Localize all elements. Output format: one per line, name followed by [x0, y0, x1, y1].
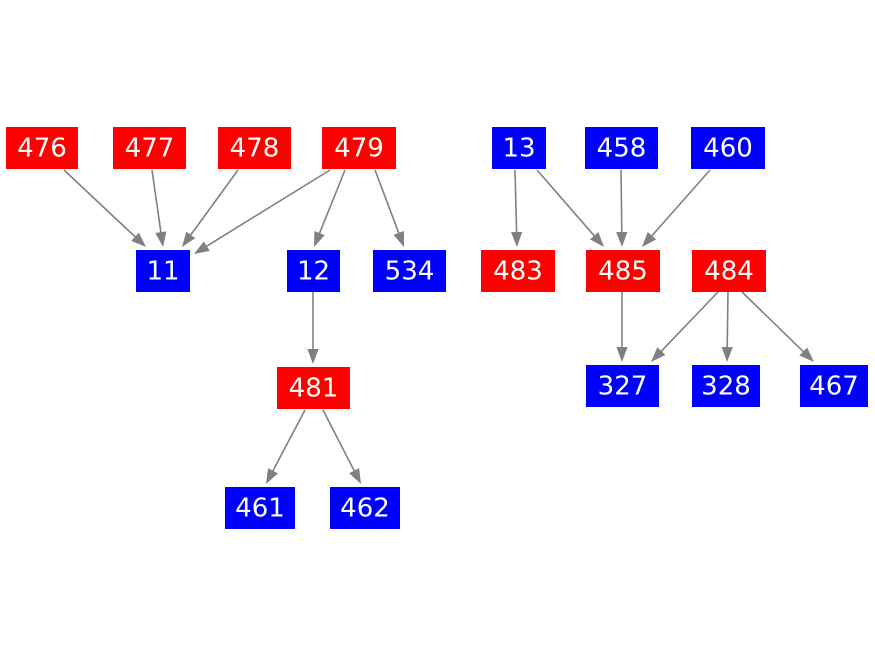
edge-479-to-11 — [194, 169, 331, 254]
edge-484-to-328 — [721, 291, 733, 362]
node-box[interactable] — [322, 127, 396, 169]
edge-arrowhead-icon — [182, 231, 196, 247]
node-box[interactable] — [113, 127, 186, 169]
node-box[interactable] — [225, 487, 295, 529]
edge-arrowhead-icon — [642, 232, 657, 247]
edge-arrowhead-icon — [131, 232, 146, 247]
node-box[interactable] — [277, 367, 350, 409]
edge-479-to-534 — [374, 169, 404, 247]
graph-node-485[interactable]: 485 — [586, 250, 660, 292]
edge-arrowhead-icon — [589, 232, 604, 247]
node-box[interactable] — [6, 127, 78, 169]
edge-458-to-485 — [616, 169, 628, 247]
node-box[interactable] — [692, 250, 766, 292]
node-box[interactable] — [585, 127, 658, 169]
node-box[interactable] — [492, 127, 546, 169]
node-box[interactable] — [218, 127, 291, 169]
node-box[interactable] — [586, 250, 660, 292]
edge-line — [204, 169, 331, 248]
node-box[interactable] — [136, 250, 190, 292]
edge-line — [63, 169, 138, 239]
graph-node-477[interactable]: 477 — [113, 127, 186, 169]
edge-line — [322, 409, 356, 473]
graph-node-476[interactable]: 476 — [6, 127, 78, 169]
edge-12-to-481 — [307, 292, 319, 364]
graph-node-478[interactable]: 478 — [218, 127, 291, 169]
edge-13-to-483 — [511, 169, 523, 247]
edge-line — [726, 291, 729, 350]
graph-node-11[interactable]: 11 — [136, 250, 190, 292]
edge-478-to-11 — [182, 169, 239, 247]
node-box[interactable] — [800, 365, 868, 407]
edge-arrowhead-icon — [616, 347, 628, 362]
graph-node-534[interactable]: 534 — [373, 250, 446, 292]
node-box[interactable] — [586, 365, 659, 407]
edge-arrowhead-icon — [349, 468, 361, 484]
node-box[interactable] — [330, 487, 400, 529]
graph-node-481[interactable]: 481 — [277, 367, 350, 409]
graph-node-461[interactable]: 461 — [225, 487, 295, 529]
edge-arrowhead-icon — [511, 231, 523, 247]
edge-line — [620, 169, 623, 235]
edge-arrowhead-icon — [314, 230, 325, 247]
graph-node-479[interactable]: 479 — [322, 127, 396, 169]
edge-arrowhead-icon — [194, 241, 210, 254]
edge-line — [514, 169, 518, 235]
edge-line — [188, 169, 239, 237]
edge-line — [650, 169, 711, 238]
edge-476-to-11 — [63, 169, 146, 247]
edge-line — [374, 169, 401, 236]
edge-460-to-485 — [642, 169, 711, 247]
graph-node-12[interactable]: 12 — [287, 250, 340, 292]
edge-line — [151, 169, 162, 235]
node-box[interactable] — [287, 250, 340, 292]
edges-layer — [63, 169, 814, 484]
node-box[interactable] — [692, 365, 760, 407]
graph-node-327[interactable]: 327 — [586, 365, 659, 407]
edge-line — [536, 169, 597, 238]
edge-arrowhead-icon — [651, 347, 666, 362]
edge-arrowhead-icon — [266, 468, 278, 484]
graph-node-483[interactable]: 483 — [481, 250, 555, 292]
edge-484-to-467 — [741, 291, 814, 362]
edge-13-to-485 — [536, 169, 604, 247]
edge-484-to-327 — [651, 291, 719, 362]
graph-node-467[interactable]: 467 — [800, 365, 868, 407]
graph-node-13[interactable]: 13 — [492, 127, 546, 169]
edge-arrowhead-icon — [307, 349, 319, 364]
edge-481-to-461 — [266, 409, 306, 484]
node-box[interactable] — [481, 250, 555, 292]
edge-arrowhead-icon — [155, 231, 167, 247]
graph-node-460[interactable]: 460 — [691, 127, 765, 169]
edge-line — [271, 409, 306, 473]
edge-line — [741, 291, 806, 354]
graph-node-462[interactable]: 462 — [330, 487, 400, 529]
edge-479-to-12 — [314, 169, 346, 247]
graph-node-458[interactable]: 458 — [585, 127, 658, 169]
node-box[interactable] — [691, 127, 765, 169]
edge-arrowhead-icon — [799, 347, 814, 362]
graph-node-328[interactable]: 328 — [692, 365, 760, 407]
edge-arrowhead-icon — [393, 230, 404, 247]
nodes-layer: 476 477 478 479 13 458 460 11 12 534 483 485 484 481 3… — [6, 127, 868, 529]
edge-477-to-11 — [151, 169, 167, 247]
node-box[interactable] — [373, 250, 446, 292]
edge-arrowhead-icon — [721, 346, 733, 362]
edge-line — [659, 291, 719, 354]
edge-line — [318, 169, 346, 236]
edge-arrowhead-icon — [616, 231, 628, 247]
edge-485-to-327 — [616, 292, 628, 362]
edge-481-to-462 — [322, 409, 361, 484]
graph-node-484[interactable]: 484 — [692, 250, 766, 292]
